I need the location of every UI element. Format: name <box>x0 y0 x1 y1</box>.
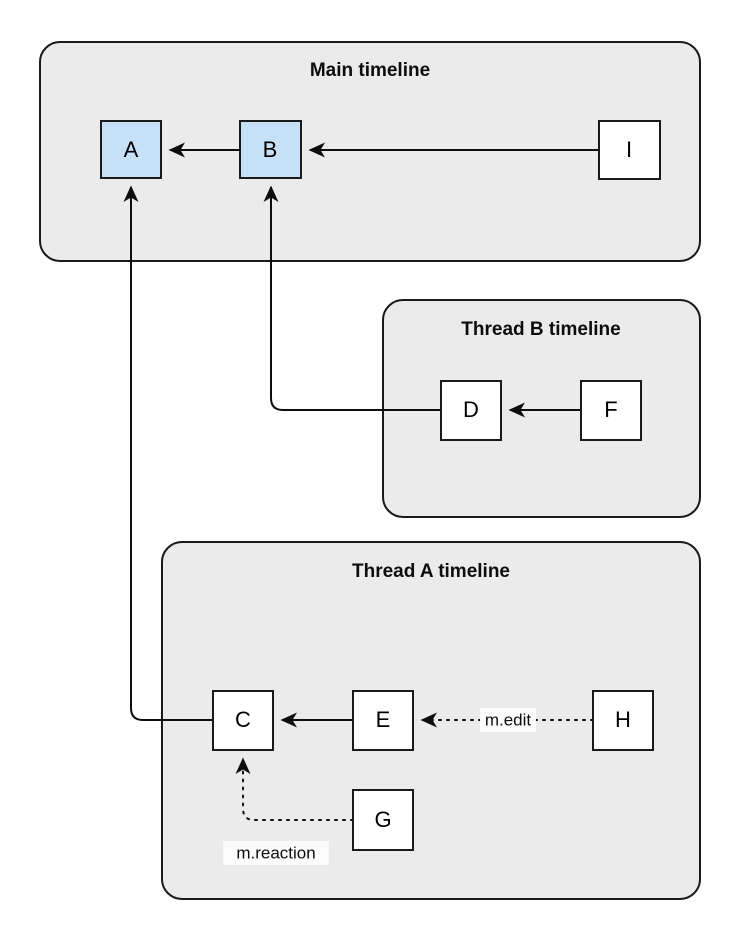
node-c[interactable]: C <box>212 690 274 751</box>
node-g-label: G <box>374 807 391 832</box>
node-h-box <box>592 690 654 751</box>
node-a-box <box>100 120 162 179</box>
node-i-box <box>598 120 661 180</box>
edge-c-to-a[interactable] <box>123 185 213 721</box>
node-c-box <box>212 690 274 751</box>
node-g-box <box>352 789 414 851</box>
edge-label-m-reaction-bg <box>223 841 329 865</box>
edge-label-m-edit-bg <box>480 708 536 732</box>
node-d-label: D <box>463 397 479 422</box>
edge-label-m-reaction-text: m.reaction <box>236 843 315 862</box>
group-thread-a-timeline-title: Thread A timeline <box>352 561 510 582</box>
node-d-box <box>440 380 502 441</box>
node-a-label: A <box>124 137 139 162</box>
group-thread-b-timeline[interactable]: Thread B timeline <box>382 299 701 518</box>
node-f[interactable]: F <box>580 380 642 441</box>
node-c-label: C <box>235 707 251 732</box>
node-d[interactable]: D <box>440 380 502 441</box>
nodes-layer: A B I D F C <box>100 120 661 851</box>
group-main-timeline[interactable]: Main timeline <box>39 41 701 262</box>
node-b[interactable]: B <box>239 120 302 179</box>
node-a[interactable]: A <box>100 120 162 179</box>
edge-label-m-edit-text: m.edit <box>485 710 532 729</box>
edge-label-m-reaction: m.reaction <box>223 841 329 865</box>
group-thread-b-timeline-box <box>382 299 701 518</box>
edge-label-m-edit: m.edit <box>480 708 536 732</box>
edges-layer <box>123 142 599 821</box>
node-f-label: F <box>604 397 617 422</box>
group-thread-b-timeline-title: Thread B timeline <box>461 319 620 340</box>
node-e-box <box>352 690 414 751</box>
group-main-timeline-title: Main timeline <box>310 60 430 81</box>
node-h[interactable]: H <box>592 690 654 751</box>
node-f-box <box>580 380 642 441</box>
node-e-label: E <box>376 707 391 732</box>
edge-d-to-b[interactable] <box>263 185 441 411</box>
group-main-timeline-box <box>39 41 701 262</box>
node-i-label: I <box>626 137 632 162</box>
node-i[interactable]: I <box>598 120 661 180</box>
node-b-box <box>239 120 302 179</box>
edge-labels-layer: m.edit m.reaction <box>223 708 536 865</box>
node-g[interactable]: G <box>352 789 414 851</box>
node-b-label: B <box>263 137 278 162</box>
node-h-label: H <box>615 707 631 732</box>
node-e[interactable]: E <box>352 690 414 751</box>
